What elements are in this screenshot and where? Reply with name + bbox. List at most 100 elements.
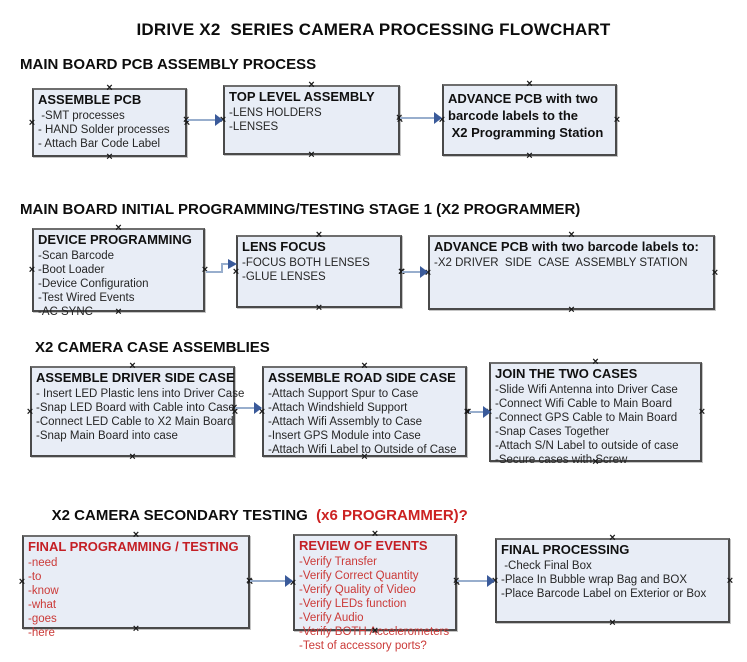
selection-handle[interactable]: ×	[183, 116, 191, 129]
selection-handle[interactable]: ×	[115, 222, 122, 234]
selection-handle[interactable]: ×	[491, 574, 499, 587]
box-title-line: barcode labels to the	[448, 108, 579, 123]
arrow-head	[254, 402, 262, 414]
selection-handle[interactable]: ×	[289, 576, 297, 589]
connector-endpoint-handle[interactable]: ×	[396, 112, 402, 124]
connector-arrow[interactable]: ×	[183, 114, 223, 126]
selection-handle[interactable]: ×	[463, 405, 471, 418]
selection-handle[interactable]: ×	[711, 266, 719, 279]
selection-handle[interactable]: ×	[453, 576, 461, 589]
box-title-line: X2 Programming Station	[448, 125, 604, 140]
selection-handle[interactable]: ×	[371, 528, 379, 540]
connector-arrow[interactable]: ×	[465, 406, 491, 418]
selection-handle[interactable]: ×	[308, 149, 315, 161]
box-item: -Slide Wifi Antenna into Driver Case	[495, 384, 678, 396]
selection-handle[interactable]: ×	[232, 265, 240, 278]
box-item: -goes	[28, 613, 57, 625]
box-lens-focus[interactable]: LENS FOCUS -FOCUS BOTH LENSES -GLUE LENS…	[233, 230, 405, 314]
connector-endpoint-handle[interactable]: ×	[453, 575, 459, 587]
selection-handle[interactable]: ×	[609, 532, 616, 544]
connector-arrow[interactable]: ×	[398, 266, 428, 278]
selection-handle[interactable]: ×	[129, 451, 136, 463]
connector-arrow[interactable]: ×	[246, 575, 293, 587]
arrow-head	[487, 575, 495, 587]
selection-handle[interactable]: ×	[361, 451, 368, 463]
selection-handle[interactable]: ×	[308, 79, 315, 91]
connector-elbow-arrow[interactable]	[205, 257, 239, 275]
arrow-shaft	[235, 407, 255, 409]
selection-handle[interactable]: ×	[526, 78, 533, 90]
selection-handle[interactable]: ×	[396, 114, 404, 126]
selection-handle[interactable]: ×	[698, 406, 706, 418]
selection-handle[interactable]: ×	[568, 229, 575, 241]
selection-handle[interactable]: ×	[132, 623, 140, 635]
selection-handle[interactable]: ×	[424, 266, 432, 279]
connector-endpoint-handle[interactable]: ×	[398, 266, 404, 278]
box-join-the-two-cases[interactable]: JOIN THE TWO CASES -Slide Wifi Antenna i…	[486, 357, 705, 468]
arrow-head	[420, 266, 428, 278]
selection-handle[interactable]: ×	[613, 114, 621, 126]
selection-handle[interactable]: ×	[568, 304, 575, 316]
selection-handle[interactable]: ×	[106, 151, 113, 163]
selection-handle[interactable]: ×	[219, 114, 227, 126]
box-item: -Snap Main Board into case	[36, 430, 178, 442]
box-item: -know	[28, 585, 59, 597]
box-item: -AC SYNC	[38, 306, 93, 318]
box-assemble-pcb[interactable]: ASSEMBLE PCB -SMT processes - HAND Solde…	[29, 83, 190, 163]
box-assemble-road-side-case[interactable]: ASSEMBLE ROAD SIDE CASE -Attach Support …	[259, 361, 470, 463]
selection-handle[interactable]: ×	[28, 264, 36, 276]
selection-handle[interactable]: ×	[315, 302, 323, 314]
box-title: TOP LEVEL ASSEMBLY	[229, 89, 375, 104]
selection-handle[interactable]: ×	[609, 617, 616, 629]
selection-handle[interactable]: ×	[106, 82, 113, 94]
box-item: -Snap LED Board with Cable into Case	[36, 402, 235, 414]
box-item: -LENSES	[229, 121, 279, 133]
box-review-of-events[interactable]: REVIEW OF EVENTS -Verify Transfer -Verif…	[290, 529, 460, 653]
box-final-processing[interactable]: FINAL PROCESSING -Check Final Box -Place…	[492, 533, 733, 629]
selection-handle[interactable]: ×	[26, 405, 34, 418]
section-heading-pcb-assembly: MAIN BOARD PCB ASSEMBLY PROCESS	[20, 56, 317, 73]
box-top-level-assembly[interactable]: TOP LEVEL ASSEMBLY -LENS HOLDERS -LENSES…	[220, 80, 403, 161]
box-advance-pcb-programming-station[interactable]: ADVANCE PCB with two barcode labels to t…	[439, 79, 620, 162]
connector-endpoint-handle[interactable]: ×	[183, 114, 189, 126]
selection-handle[interactable]: ×	[28, 116, 36, 129]
box-assemble-driver-side-case[interactable]: ASSEMBLE DRIVER SIDE CASE - Insert LED P…	[27, 361, 245, 463]
selection-handle[interactable]: ×	[132, 529, 140, 541]
box-item: -X2 DRIVER SIDE CASE ASSEMBLY STATION	[434, 257, 688, 269]
section-heading-case-assemblies: X2 CAMERA CASE ASSEMBLIES	[35, 339, 270, 356]
box-item: -what	[28, 599, 57, 611]
box-item: -Verify Transfer	[299, 556, 377, 568]
box-title: FINAL PROCESSING	[501, 542, 630, 557]
selection-handle[interactable]: ×	[231, 405, 239, 418]
selection-handle[interactable]: ×	[315, 229, 323, 241]
connector-arrow[interactable]: ×	[396, 112, 442, 124]
box-advance-pcb-driver-side[interactable]: ADVANCE PCB with two barcode labels to: …	[425, 230, 718, 316]
selection-handle[interactable]: ×	[592, 456, 599, 468]
arrow-head	[483, 406, 491, 418]
selection-handle[interactable]: ×	[246, 576, 254, 588]
selection-handle[interactable]: ×	[526, 150, 533, 162]
connector-arrow[interactable]: ×	[453, 575, 495, 587]
selection-handle[interactable]: ×	[438, 114, 446, 126]
selection-handle[interactable]: ×	[726, 574, 734, 587]
box-item: -Snap Cases Together	[495, 426, 610, 438]
selection-handle[interactable]: ×	[361, 360, 368, 372]
arrow-shaft	[250, 580, 286, 582]
box-final-programming-testing[interactable]: FINAL PROGRAMMING / TESTING -need -to -k…	[19, 530, 253, 640]
selection-handle[interactable]: ×	[201, 264, 209, 276]
selection-handle[interactable]: ×	[129, 360, 136, 372]
connector-arrow[interactable]: ×	[231, 402, 262, 414]
selection-handle[interactable]: ×	[371, 625, 379, 637]
selection-handle[interactable]: ×	[18, 576, 26, 588]
box-item: -Verify Audio	[299, 612, 364, 624]
selection-handle[interactable]: ×	[592, 356, 599, 368]
selection-handle[interactable]: ×	[115, 306, 122, 318]
box-item: -Verify Quality of Video	[299, 584, 416, 596]
box-item: -Verify Correct Quantity	[299, 570, 419, 582]
selection-handle[interactable]: ×	[258, 405, 266, 418]
arrow-shaft	[400, 117, 435, 119]
connector-endpoint-handle[interactable]: ×	[246, 575, 252, 587]
connector-endpoint-handle[interactable]: ×	[231, 402, 237, 414]
connector-endpoint-handle[interactable]: ×	[465, 406, 471, 418]
box-device-programming[interactable]: DEVICE PROGRAMMING -Scan Barcode -Boot L…	[29, 223, 208, 319]
